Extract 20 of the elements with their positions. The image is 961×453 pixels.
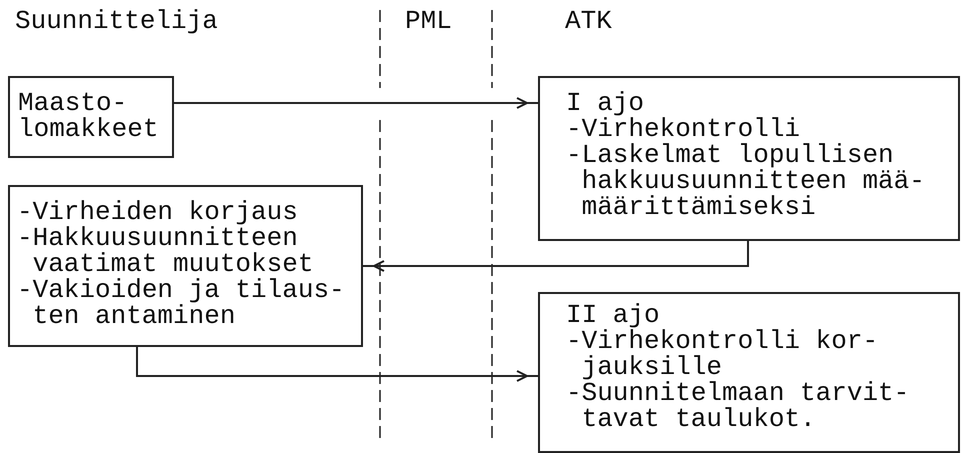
box-text: -Virhekontrolli kor- jauksille — [566, 328, 878, 380]
box-text: Maasto- lomakkeet — [18, 90, 160, 142]
column-heading: ATK — [565, 8, 612, 34]
column-heading: PML — [405, 8, 452, 34]
box-text: -Hakkuusuunnitteen vaatimat muutokset — [17, 225, 314, 277]
box-text: I ajo — [566, 90, 644, 116]
box-text: -Suunnitelmaan tarvit- tavat taulukot. — [566, 380, 910, 432]
box-text: -Laskelmat lopullisen hakkuusuunnitteen mää- määrittämiseksi — [566, 142, 926, 220]
arrow — [362, 241, 749, 272]
arrow — [136, 347, 539, 382]
process-box — [8, 76, 174, 158]
box-text: -Virhekontrolli — [566, 116, 800, 142]
box-text: -Virheiden korjaus — [17, 199, 299, 225]
column-heading: Suunnittelija — [15, 8, 218, 34]
process-box — [538, 292, 960, 453]
arrow — [174, 97, 539, 109]
box-text: II ajo — [566, 302, 660, 328]
process-box — [538, 76, 960, 241]
process-box — [8, 185, 363, 347]
box-text: -Vakioiden ja tilaus- ten antaminen — [17, 277, 346, 329]
